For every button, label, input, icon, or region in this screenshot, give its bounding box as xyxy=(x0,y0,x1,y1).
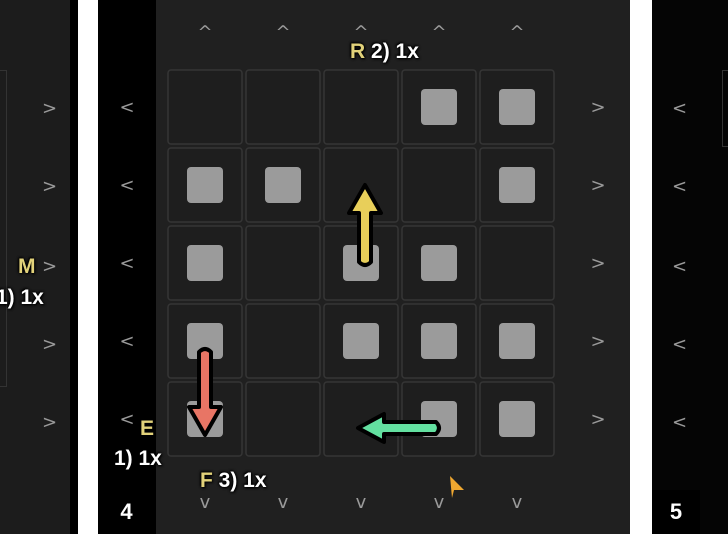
block-tile[interactable] xyxy=(499,401,535,437)
block-tile[interactable] xyxy=(421,89,457,125)
shift-row-left-icon[interactable]: < xyxy=(119,253,134,274)
shift-row-left-icon[interactable]: < xyxy=(672,412,688,433)
shift-row-right-icon[interactable]: > xyxy=(590,175,605,196)
block-tile[interactable] xyxy=(499,89,535,125)
block-tile[interactable] xyxy=(187,323,223,359)
shift-column-up-icon[interactable]: ^ xyxy=(275,22,290,43)
move-key-label: M xyxy=(18,255,36,278)
grid-edge xyxy=(0,70,7,387)
shift-row-right-icon[interactable]: > xyxy=(42,98,58,119)
down-arrow xyxy=(187,347,223,437)
grid-cell xyxy=(401,147,477,223)
puzzle-board: ^ v < > ^ v < > ^ v < > ^ v < > ^ v < > xyxy=(119,22,605,513)
grid-edge xyxy=(722,70,728,147)
grid-cell xyxy=(245,225,321,301)
shift-row-right-icon[interactable]: > xyxy=(590,253,605,274)
move-key-e: E xyxy=(140,417,155,440)
move-step: 2) 1x xyxy=(371,40,419,63)
grid-cell xyxy=(479,225,555,301)
torn-edge xyxy=(70,0,78,534)
block-tile[interactable] xyxy=(499,167,535,203)
block-tile[interactable] xyxy=(187,245,223,281)
shift-row-left-icon[interactable]: < xyxy=(672,98,688,119)
level-number: 4 xyxy=(98,490,155,534)
shift-row-left-icon[interactable]: < xyxy=(119,409,134,430)
move-label-r: R 2) 1x xyxy=(350,40,419,64)
shift-column-up-icon[interactable]: ^ xyxy=(431,22,446,43)
shift-row-left-icon[interactable]: < xyxy=(119,331,134,352)
shift-row-right-icon[interactable]: > xyxy=(42,412,58,433)
grid-cell xyxy=(323,69,399,145)
shift-row-left-icon[interactable]: < xyxy=(119,97,134,118)
move-step-e: 1) 1x xyxy=(114,447,162,470)
right-level-panel: < < < < < 5 xyxy=(652,0,728,534)
torn-edge xyxy=(98,0,156,534)
shift-column-down-icon[interactable]: v xyxy=(356,492,367,513)
shift-row-right-icon[interactable]: > xyxy=(590,331,605,352)
shift-column-down-icon[interactable]: v xyxy=(278,492,289,513)
block-tile[interactable] xyxy=(265,167,301,203)
grid-cell xyxy=(245,381,321,457)
mouse-cursor-icon xyxy=(450,476,464,498)
block-tile[interactable] xyxy=(343,323,379,359)
shift-column-down-icon[interactable]: v xyxy=(512,492,523,513)
grid-cell xyxy=(245,303,321,379)
shift-row-left-icon[interactable]: < xyxy=(672,334,688,355)
shift-column-down-icon[interactable]: v xyxy=(434,492,445,513)
block-tile[interactable] xyxy=(421,323,457,359)
shift-row-right-icon[interactable]: > xyxy=(42,256,58,277)
shift-row-right-icon[interactable]: > xyxy=(590,97,605,118)
move-key: R xyxy=(350,40,366,63)
shift-column-up-icon[interactable]: ^ xyxy=(353,22,368,43)
shift-column-up-icon[interactable]: ^ xyxy=(197,22,212,43)
shift-row-left-icon[interactable]: < xyxy=(119,175,134,196)
move-key: F xyxy=(200,469,213,492)
move-step-label: 1) 1x xyxy=(0,286,44,309)
shift-column-up-icon[interactable]: ^ xyxy=(509,22,524,43)
move-step: 3) 1x xyxy=(218,469,267,492)
move-label-f: F 3) 1x xyxy=(200,469,267,493)
left-level-panel: > > > > > M 1) 1x xyxy=(0,0,78,534)
left-arrow xyxy=(356,412,441,444)
shift-row-right-icon[interactable]: > xyxy=(42,334,58,355)
block-tile[interactable] xyxy=(421,245,457,281)
shift-row-right-icon[interactable]: > xyxy=(42,176,58,197)
shift-row-right-icon[interactable]: > xyxy=(590,409,605,430)
main-level-panel: ^ v < > ^ v < > ^ v < > ^ v < > ^ v < > R 2) 1x E 1) 1x F 3… xyxy=(98,0,630,534)
grid-cell xyxy=(323,381,399,457)
shift-column-down-icon[interactable]: v xyxy=(200,492,211,513)
grid-cell xyxy=(245,69,321,145)
block-tile[interactable] xyxy=(499,323,535,359)
level-number: 5 xyxy=(652,490,700,534)
block-tile[interactable] xyxy=(187,167,223,203)
shift-row-left-icon[interactable]: < xyxy=(672,176,688,197)
grid-cell xyxy=(167,69,243,145)
up-arrow xyxy=(347,183,383,267)
shift-row-left-icon[interactable]: < xyxy=(672,256,688,277)
